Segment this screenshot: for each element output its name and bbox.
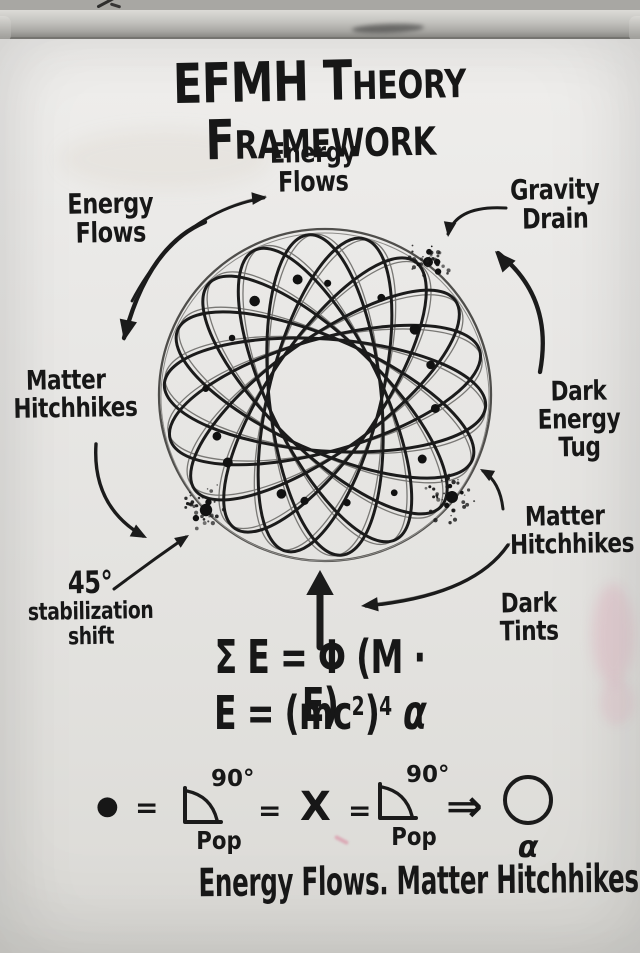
legend-dot-symbol: ● [96,791,119,821]
stipple-clusters [184,244,476,531]
label-45-stabilization-shift: 45° stabilization shift [27,564,154,651]
intersection-dots [199,257,458,517]
legend-alpha: α [517,830,539,865]
board-clip-left [0,16,11,42]
legend-equals: = [348,794,372,827]
flow-arrows [94,192,545,651]
legend-right-angle-symbol: 90° Pop [376,762,452,854]
legend-equals: = [135,791,159,824]
legend-x-symbol: X [300,784,331,830]
right-angle-icon [378,782,418,820]
rail-smudge [351,22,425,35]
legend-implies-arrow: ⇒ [446,781,483,832]
wall-strip [0,0,640,12]
petal-ellipses [162,233,488,557]
board-clip-right [629,16,640,42]
outer-rim-circle [157,227,493,563]
legend-90-degrees: 90° [211,766,255,792]
circle-icon [503,775,553,825]
torus-spirograph-diagram [94,192,545,651]
right-angle-icon [183,786,223,824]
legend-90-degrees: 90° [406,762,450,788]
legend-equals: = [258,794,282,827]
legend-pop-label: Pop [196,826,242,855]
marker-tray-rail [0,10,640,39]
tagline: Energy Flows. Matter Hitchhikes. Current… [198,854,640,907]
equation-emc2: E = (mc2)4 α [214,685,427,741]
legend-alpha-circle: α [499,774,557,865]
legend-right-angle-symbol: 90° Pop [181,766,257,858]
equation-sum-energy: Σ E = Φ (M · E) [214,630,427,732]
legend-pop-label: Pop [391,822,437,851]
